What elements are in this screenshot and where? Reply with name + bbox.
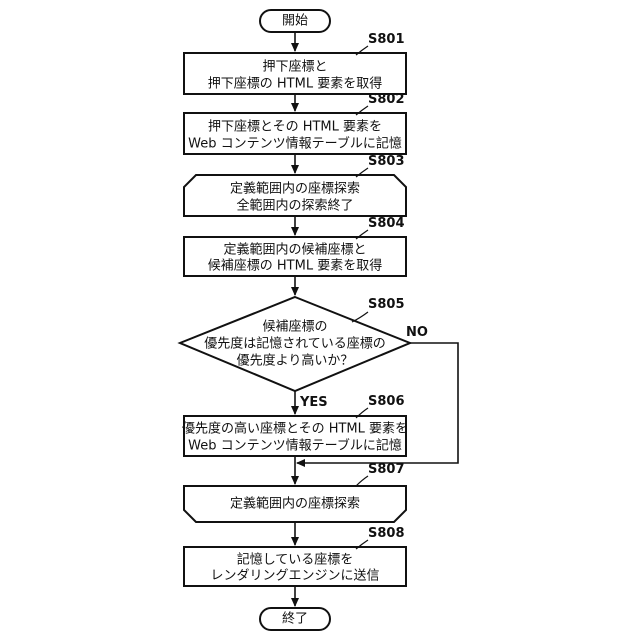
no-branch-label: NO: [406, 325, 428, 340]
step-s805-line-1: 候補座標の: [262, 320, 327, 335]
step-s808-line-1: 記憶している座標を: [237, 552, 354, 568]
step-s808-line-2: レンダリングエンジンに送信: [210, 569, 379, 584]
step-s803-line-2: 全範囲内の探索終了: [236, 198, 353, 214]
step-s803-id: S803: [368, 154, 405, 169]
step-s802-id: S802: [368, 92, 405, 107]
step-s808-id: S808: [368, 526, 405, 541]
step-s804-id: S804: [368, 216, 405, 231]
start-label: 開始: [282, 14, 308, 29]
step-s802-line-2: Web コンテンツ情報テーブルに記憶: [188, 136, 402, 152]
step-s807-line-1: 定義範囲内の座標探索: [230, 496, 360, 512]
step-s801-id: S801: [368, 32, 405, 47]
step-s805-line-3: 優先度より高いか？: [237, 353, 354, 369]
end-terminal: 終了: [260, 608, 330, 630]
step-s802-line-1: 押下座標とその HTML 要素を: [208, 120, 382, 135]
start-terminal: 開始: [260, 10, 330, 32]
step-s806-line-2: Web コンテンツ情報テーブルに記憶: [188, 438, 402, 454]
step-s801-line-1: 押下座標と: [262, 60, 327, 75]
step-s803-line-1: 定義範囲内の座標探索: [230, 181, 360, 197]
step-s805-line-2: 優先度は記憶されている座標の: [204, 336, 386, 352]
step-s806-line-1: 優先度の高い座標とその HTML 要素を: [182, 421, 408, 437]
yes-branch-label: YES: [299, 395, 328, 410]
step-s807-id: S807: [368, 462, 405, 477]
step-s805-id: S805: [368, 297, 405, 312]
step-s801-line-2: 押下座標の HTML 要素を取得: [208, 76, 382, 92]
step-s804-line-1: 定義範囲内の候補座標と: [223, 242, 366, 258]
end-label: 終了: [282, 611, 308, 627]
step-s806-id: S806: [368, 394, 405, 409]
step-s805-decision: 候補座標の 優先度は記憶されている座標の 優先度より高いか？ S805: [180, 297, 410, 391]
step-s804-line-2: 候補座標の HTML 要素を取得: [208, 258, 382, 274]
